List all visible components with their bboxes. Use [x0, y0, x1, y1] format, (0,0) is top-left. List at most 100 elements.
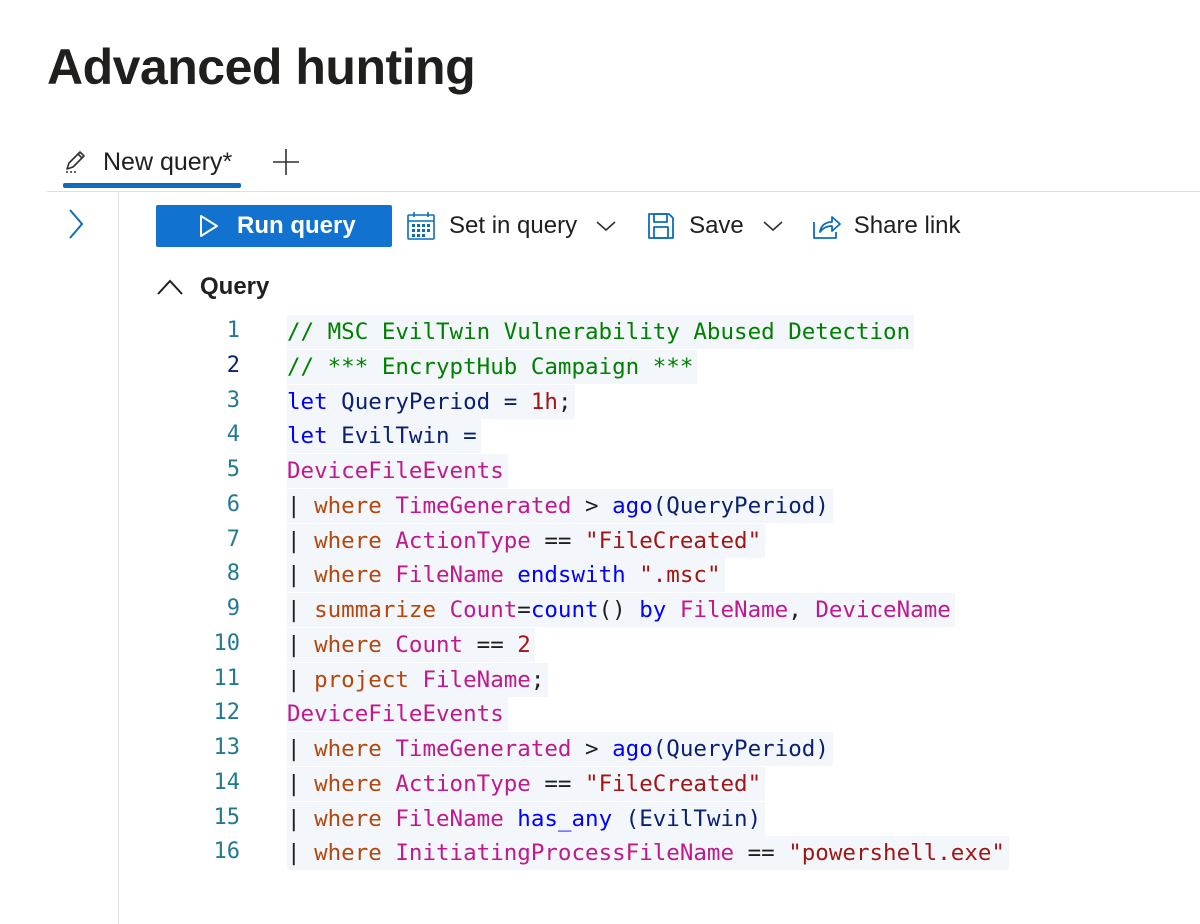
code-text[interactable]: DeviceFileEvents [287, 454, 508, 488]
code-token [382, 562, 396, 588]
code-text[interactable]: | where Count == 2 [287, 627, 535, 662]
save-button[interactable]: Save [645, 205, 784, 247]
code-token: DeviceName [815, 597, 951, 623]
share-link-button[interactable]: Share link [810, 205, 961, 247]
code-token: , [788, 597, 816, 623]
code-token: by [639, 597, 667, 623]
code-text[interactable]: DeviceFileEvents [287, 697, 508, 732]
code-token: | [287, 770, 315, 797]
tab-divider [47, 191, 1200, 192]
code-token: let [287, 423, 328, 450]
chevron-up-icon [156, 278, 184, 296]
code-token: "powershell.exe" [788, 840, 1005, 867]
code-token [382, 736, 396, 762]
code-token: "FileCreated" [585, 527, 762, 554]
code-token: QueryPeriod = [327, 388, 531, 415]
code-token: () [598, 597, 640, 623]
code-text[interactable]: | project FileName; [287, 662, 549, 697]
code-token: DeviceFileEvents [287, 701, 504, 728]
code-token: where [314, 562, 382, 589]
code-token: count [530, 597, 599, 623]
code-token: Count [395, 631, 464, 658]
code-token: TimeGenerated [395, 492, 572, 519]
line-number: 9 [226, 596, 240, 621]
line-number: 12 [213, 700, 241, 726]
active-tab-indicator [63, 183, 241, 188]
code-token: | [287, 492, 315, 519]
code-token: | [287, 631, 315, 658]
code-text[interactable]: // MSC EvilTwin Vulnerability Abused Det… [287, 315, 915, 349]
code-token [382, 528, 396, 554]
line-number: 14 [213, 769, 241, 795]
code-token: ActionType [395, 527, 531, 554]
code-token: ago [612, 736, 653, 762]
code-text[interactable]: | where ActionType == "FileCreated" [287, 523, 766, 558]
save-icon [645, 210, 677, 242]
code-text[interactable]: | where ActionType == "FileCreated" [287, 766, 766, 801]
code-text[interactable]: | where TimeGenerated > ago(QueryPeriod) [287, 488, 833, 523]
set-in-query-label: Set in query [449, 212, 578, 239]
code-token: == [530, 770, 586, 797]
code-token: "FileCreated" [585, 770, 762, 797]
line-number: 6 [226, 491, 240, 517]
code-token: == [463, 631, 518, 658]
pane-divider [118, 193, 119, 924]
code-token: ; [557, 388, 572, 415]
page-title: Advanced hunting [47, 39, 476, 95]
share-icon [810, 210, 842, 242]
calendar-icon [405, 210, 437, 242]
code-token: FileName [679, 597, 789, 623]
code-token [504, 806, 518, 832]
code-token: (QueryPeriod) [652, 736, 829, 762]
code-token: ; [530, 666, 545, 693]
query-tab-bar: New query* [0, 136, 1200, 192]
code-token: 2 [517, 631, 531, 658]
code-text[interactable]: | where InitiatingProcessFileName == "po… [287, 836, 1009, 871]
code-text[interactable]: | summarize Count=count() by FileName, D… [287, 593, 955, 627]
code-token [382, 771, 396, 797]
code-token: where [314, 840, 382, 867]
code-token [626, 562, 640, 588]
code-text[interactable]: | where FileName endswith ".msc" [287, 558, 725, 593]
code-token [436, 597, 450, 623]
code-token: == [530, 527, 586, 554]
add-tab-icon[interactable] [270, 146, 302, 178]
line-number: 1 [226, 318, 240, 343]
code-text[interactable]: // *** EncryptHub Campaign *** [287, 349, 698, 384]
code-token: // *** EncryptHub Campaign *** [287, 353, 694, 380]
query-section-toggle[interactable]: Query [156, 270, 269, 304]
code-token: where [314, 527, 382, 554]
set-in-query-button[interactable]: Set in query [405, 205, 617, 247]
code-token: FileName [395, 562, 504, 589]
line-number: 5 [226, 457, 240, 482]
chevron-right-icon[interactable] [62, 206, 90, 242]
line-number: 4 [226, 422, 240, 448]
code-token [382, 493, 396, 519]
line-number: 3 [226, 387, 240, 413]
code-token: where [314, 492, 382, 519]
code-token [382, 632, 396, 658]
code-token: FileName [422, 666, 531, 693]
code-token: ".msc" [639, 562, 721, 589]
code-token: > [571, 492, 613, 519]
code-token: // MSC EvilTwin Vulnerability Abused Det… [287, 319, 911, 345]
line-number: 2 [226, 352, 240, 378]
run-query-label: Run query [237, 212, 356, 239]
code-text[interactable]: | where TimeGenerated > ago(QueryPeriod) [287, 732, 833, 766]
save-label: Save [689, 212, 744, 239]
code-text[interactable]: let QueryPeriod = 1h; [287, 384, 576, 419]
code-token: endswith [517, 562, 626, 589]
code-token: | [287, 527, 315, 554]
line-number: 7 [226, 526, 240, 552]
code-token: | [287, 666, 315, 693]
code-token: ago [612, 492, 653, 519]
query-section-label: Query [200, 273, 270, 300]
code-token: 1h [530, 388, 558, 415]
code-token: | [287, 562, 315, 589]
tab-new-query[interactable]: New query* [63, 136, 232, 188]
code-text[interactable]: | where FileName has_any (EvilTwin) [287, 801, 766, 836]
code-text[interactable]: let EvilTwin = [287, 419, 481, 454]
run-query-button[interactable]: Run query [156, 205, 392, 247]
code-token: FileName [395, 805, 504, 832]
line-number: 16 [213, 839, 241, 865]
